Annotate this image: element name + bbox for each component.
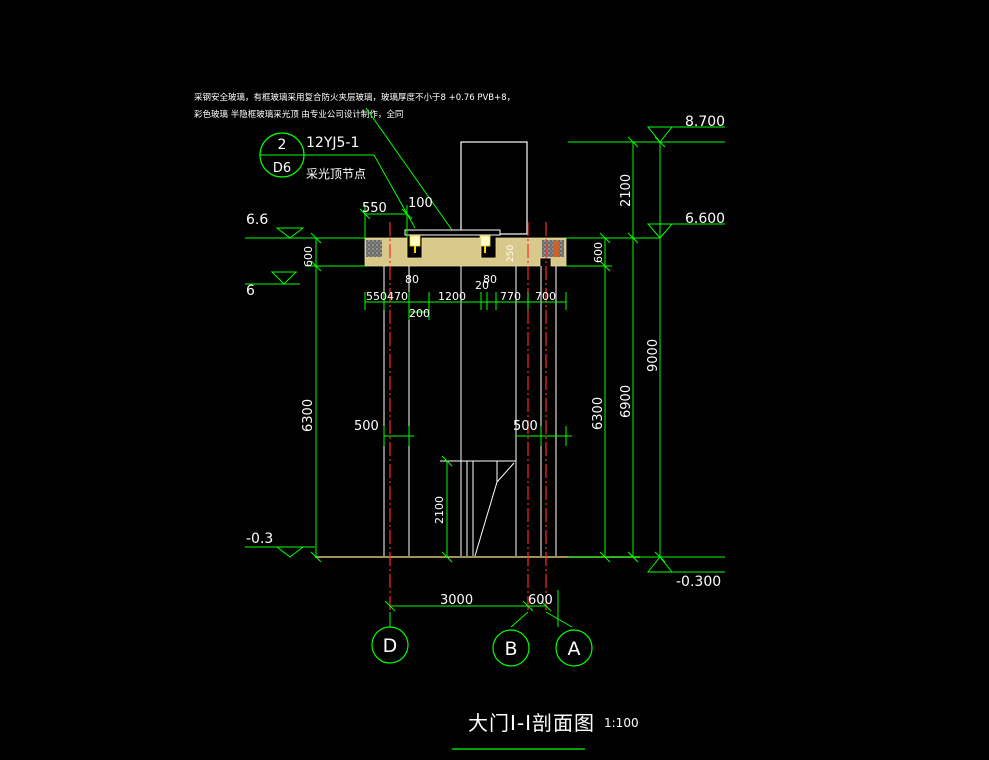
dim-470: 470 — [387, 290, 408, 303]
drawing-title: 大门I-I剖面图 — [468, 711, 596, 735]
dim-80-left: 80 — [405, 273, 419, 286]
level-right-6-600: 6.600 — [685, 211, 725, 227]
dimension-lines — [245, 126, 725, 628]
dim-glass-100: 100 — [408, 196, 433, 211]
dim-770: 770 — [500, 290, 521, 303]
skylight-box — [460, 141, 528, 235]
dim-right-2100: 2100 — [619, 174, 634, 207]
dim-axis-600: 600 — [528, 593, 553, 608]
detail-sheet: D6 — [273, 161, 291, 176]
dim-left-600: 600 — [302, 246, 315, 267]
axis-bubble-b: B — [492, 629, 530, 667]
insulation-left — [366, 240, 382, 257]
detail-number: 2 — [278, 137, 287, 153]
dim-right-9000: 9000 — [646, 339, 661, 372]
dim-right-6300: 6300 — [591, 397, 606, 430]
axis-bubble-a: A — [555, 629, 593, 667]
glass-support-left — [409, 235, 421, 247]
note-line-1: 采钢安全玻璃，有框玻璃采用复合防火夹层玻璃，玻璃厚度不小于8 +0.76 PVB… — [194, 92, 515, 103]
dim-20: 20 — [475, 279, 489, 292]
dim-right-6900: 6900 — [619, 385, 634, 418]
axis-bubble-d: D — [371, 626, 409, 664]
dim-550: 550 — [366, 290, 387, 303]
level-left-minus-0-3: -0.3 — [246, 531, 273, 547]
axis-label-b: B — [504, 638, 517, 660]
dim-700: 700 — [535, 290, 556, 303]
dim-axis-3000: 3000 — [440, 593, 473, 608]
skylight-glass — [404, 229, 501, 253]
level-right-minus-0-300: -0.300 — [676, 574, 721, 590]
detail-atlas: 12YJ5-1 — [306, 135, 359, 151]
dim-parapet-550: 550 — [362, 201, 387, 216]
detail-name: 采光顶节点 — [306, 167, 366, 181]
glass-support-right — [479, 235, 491, 247]
dim-left-6300: 6300 — [301, 399, 316, 432]
drawing-scale: 1:100 — [604, 716, 639, 730]
level-right-8-700: 8.700 — [685, 114, 725, 130]
dim-200: 200 — [409, 307, 430, 320]
detail-reference: 2 D6 12YJ5-1 采光顶节点 — [259, 132, 416, 229]
dim-beam-250: 250 — [506, 245, 516, 262]
dim-500-left: 500 — [354, 419, 379, 434]
axis-label-d: D — [383, 635, 398, 657]
beam-marker-right — [553, 241, 559, 257]
axis-lines — [389, 222, 547, 612]
dim-door-2100: 2100 — [433, 496, 446, 524]
dim-500-right: 500 — [513, 419, 538, 434]
note-line-2: 彩色玻璃 半隐框玻璃采光顶 由专业公司设计制作，全同 — [194, 109, 403, 120]
level-left-6-6: 6.6 — [246, 212, 268, 228]
axis-label-a: A — [568, 638, 581, 660]
detail-leader-diagonal — [373, 154, 416, 229]
glass-panel — [404, 229, 501, 236]
dim-80-right: 80 — [483, 273, 497, 286]
structure-lines — [383, 266, 557, 557]
dim-1200: 1200 — [438, 290, 466, 303]
dim-right-600: 600 — [592, 242, 605, 263]
roof-slab — [364, 237, 567, 267]
note-leader — [365, 107, 453, 231]
level-left-6: 6 — [246, 283, 255, 299]
